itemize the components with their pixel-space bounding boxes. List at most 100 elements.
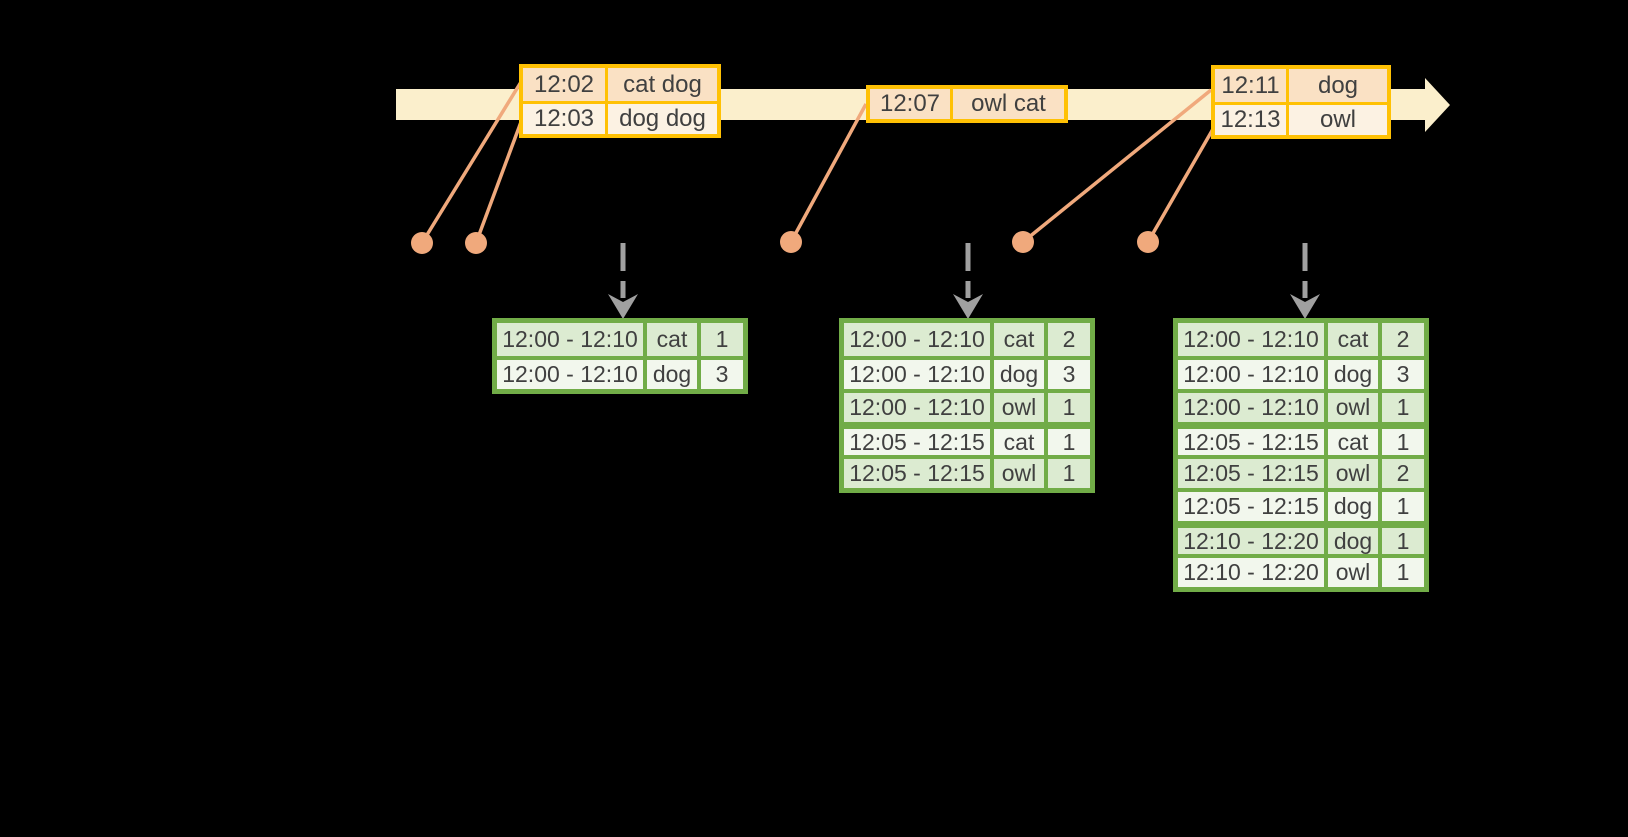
result-row: 12:05 - 12:15 owl 1 xyxy=(844,455,1090,488)
trigger-arrowhead-icon xyxy=(953,294,983,319)
event-table-2: 12:07 owl cat xyxy=(866,85,1068,123)
event-words-cell: cat dog xyxy=(605,68,717,101)
result-word-cell: cat xyxy=(1324,323,1378,356)
event-row: 12:11 dog xyxy=(1215,69,1387,102)
result-word-cell: cat xyxy=(1324,429,1378,455)
event-row: 12:07 owl cat xyxy=(870,89,1064,119)
result-row: 12:00 - 12:10 cat 1 xyxy=(497,323,743,356)
event-row: 12:02 cat dog xyxy=(523,68,717,101)
event-connector-line xyxy=(474,121,523,244)
result-word-cell: dog xyxy=(1324,492,1378,521)
event-time-cell: 12:13 xyxy=(1220,106,1281,133)
trigger-arrowhead-icon xyxy=(608,294,638,319)
result-word-cell: owl xyxy=(1324,558,1378,587)
event-connector-line xyxy=(1146,128,1215,243)
result-table-2: 12:00 - 12:10 cat 2 12:00 - 12:10 dog 3 … xyxy=(839,318,1095,493)
trigger-arrowhead-icon xyxy=(1290,294,1320,319)
result-table-2-rows: 12:00 - 12:10 cat 2 12:00 - 12:10 dog 3 … xyxy=(844,323,1090,488)
result-count-cell: 3 xyxy=(1378,360,1424,389)
event-table-2-rows: 12:07 owl cat xyxy=(870,89,1064,119)
result-window-cell: 12:05 - 12:15 xyxy=(1183,493,1319,519)
result-word-cell: cat xyxy=(643,323,697,356)
result-count-cell: 2 xyxy=(1044,323,1090,356)
result-window-cell: 12:00 - 12:10 xyxy=(849,326,985,352)
event-dot xyxy=(1012,231,1034,253)
event-words-cell: owl cat xyxy=(950,89,1064,119)
result-count-cell: 1 xyxy=(1044,393,1090,422)
event-time-cell: 12:02 xyxy=(533,70,595,98)
result-count-cell: 2 xyxy=(1378,323,1424,356)
result-window-cell: 12:05 - 12:15 xyxy=(1183,460,1319,486)
result-count-cell: 1 xyxy=(1044,429,1090,455)
result-count-cell: 1 xyxy=(1378,492,1424,521)
result-window-cell: 12:00 - 12:10 xyxy=(849,361,985,387)
event-time-cell: 12:07 xyxy=(879,90,941,117)
result-window-cell: 12:00 - 12:10 xyxy=(1183,361,1319,387)
result-count-cell: 1 xyxy=(1044,459,1090,488)
result-row: 12:00 - 12:10 dog 3 xyxy=(844,356,1090,389)
result-table-3-rows: 12:00 - 12:10 cat 2 12:00 - 12:10 dog 3 … xyxy=(1178,323,1424,587)
event-table-1-rows: 12:02 cat dog 12:03 dog dog xyxy=(523,68,717,134)
result-row: 12:00 - 12:10 owl 1 xyxy=(844,389,1090,422)
result-row: 12:00 - 12:10 cat 2 xyxy=(1178,323,1424,356)
event-time-cell: 12:03 xyxy=(533,105,595,132)
result-window-cell: 12:05 - 12:15 xyxy=(849,428,985,455)
result-count-cell: 3 xyxy=(1044,360,1090,389)
result-row: 12:00 - 12:10 dog 3 xyxy=(1178,356,1424,389)
event-row: 12:03 dog dog xyxy=(523,101,717,134)
event-table-1: 12:02 cat dog 12:03 dog dog xyxy=(519,64,721,138)
result-count-cell: 3 xyxy=(697,360,743,389)
result-word-cell: dog xyxy=(643,360,697,389)
result-count-cell: 1 xyxy=(1378,528,1424,554)
result-window-cell: 12:05 - 12:15 xyxy=(849,460,985,486)
result-row: 12:05 - 12:15 cat 1 xyxy=(1178,422,1424,455)
result-window-cell: 12:05 - 12:15 xyxy=(1183,428,1319,455)
event-dot xyxy=(465,232,487,254)
result-table-1: 12:00 - 12:10 cat 1 12:00 - 12:10 dog 3 xyxy=(492,318,748,394)
event-table-3-rows: 12:11 dog 12:13 owl xyxy=(1215,69,1387,135)
timeline-arrowhead-icon xyxy=(1425,78,1450,132)
event-words-cell: dog dog xyxy=(605,104,717,134)
event-connector-line xyxy=(420,81,523,244)
result-row: 12:00 - 12:10 dog 3 xyxy=(497,356,743,389)
result-table-1-rows: 12:00 - 12:10 cat 1 12:00 - 12:10 dog 3 xyxy=(497,323,743,389)
result-window-cell: 12:00 - 12:10 xyxy=(1183,394,1319,420)
result-word-cell: cat xyxy=(990,323,1044,356)
event-words-cell: owl xyxy=(1286,105,1387,135)
trigger-arrows xyxy=(608,243,1320,319)
event-connector-line xyxy=(1021,88,1213,244)
result-word-cell: owl xyxy=(990,393,1044,422)
result-count-cell: 1 xyxy=(1378,429,1424,455)
result-window-cell: 12:10 - 12:20 xyxy=(1183,559,1319,585)
result-row: 12:00 - 12:10 owl 1 xyxy=(1178,389,1424,422)
result-window-cell: 12:00 - 12:10 xyxy=(1183,326,1319,352)
result-word-cell: owl xyxy=(1324,459,1378,488)
result-count-cell: 1 xyxy=(1378,393,1424,422)
event-connectors xyxy=(420,81,1215,244)
result-row: 12:10 - 12:20 owl 1 xyxy=(1178,554,1424,587)
event-dot xyxy=(780,231,802,253)
result-word-cell: dog xyxy=(1324,528,1378,554)
result-row: 12:05 - 12:15 dog 1 xyxy=(1178,488,1424,521)
result-window-cell: 12:00 - 12:10 xyxy=(849,394,985,420)
event-dot xyxy=(1137,231,1159,253)
event-row: 12:13 owl xyxy=(1215,102,1387,135)
event-dots xyxy=(411,231,1159,254)
event-table-3: 12:11 dog 12:13 owl xyxy=(1211,65,1391,139)
result-word-cell: cat xyxy=(990,429,1044,455)
result-word-cell: dog xyxy=(990,360,1044,389)
result-count-cell: 1 xyxy=(1378,558,1424,587)
result-window-cell: 12:10 - 12:20 xyxy=(1183,527,1319,554)
result-window-cell: 12:00 - 12:10 xyxy=(502,326,638,352)
event-time-cell: 12:11 xyxy=(1221,71,1280,99)
result-count-cell: 1 xyxy=(697,323,743,356)
result-word-cell: owl xyxy=(990,459,1044,488)
result-table-3: 12:00 - 12:10 cat 2 12:00 - 12:10 dog 3 … xyxy=(1173,318,1429,592)
result-row: 12:10 - 12:20 dog 1 xyxy=(1178,521,1424,554)
result-word-cell: dog xyxy=(1324,360,1378,389)
result-row: 12:05 - 12:15 owl 2 xyxy=(1178,455,1424,488)
event-connector-line xyxy=(789,103,868,243)
event-words-cell: dog xyxy=(1286,69,1387,102)
result-window-cell: 12:00 - 12:10 xyxy=(502,361,638,387)
